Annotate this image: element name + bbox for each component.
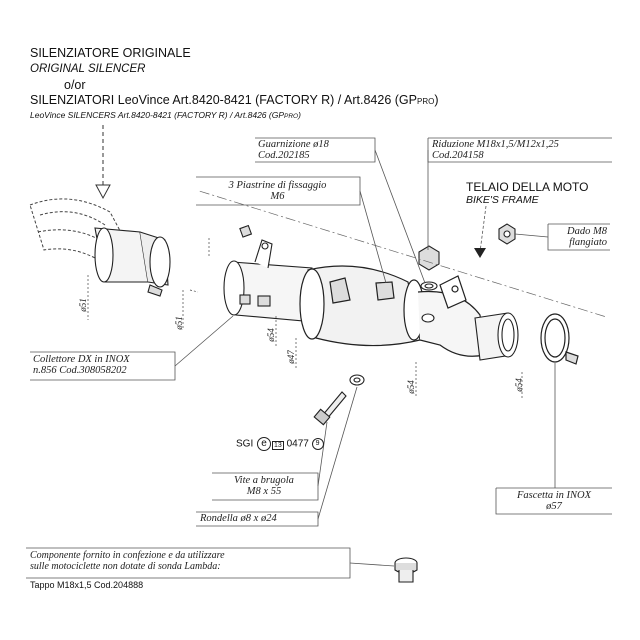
outlet-pipe [474,312,519,361]
e-mark-icon: e [257,437,272,451]
nut-callout-box [547,223,610,251]
header-line-leovince-en: LeoVince SILENCERS Art.8420-8421 (FACTOR… [30,110,301,120]
washer-label: Rondella ø8 x ø24 [200,513,277,524]
reducer-parts [418,223,516,323]
circled-number: 9 [311,438,324,450]
header-line-or: o/or [64,78,86,92]
header-line-original-silencer-en: ORIGINAL SILENCER [30,63,146,75]
clamp [540,313,579,365]
silencer-body [299,265,485,357]
frame-subtitle: BIKE'S FRAME [466,194,539,206]
component-note-label: Componente fornito in confezione e da ut… [30,550,225,572]
center-line [199,190,607,318]
link-pipe [223,224,316,323]
header-line-original-silencer-it: SILENZIATORE ORIGINALE [30,46,191,60]
plug [394,557,418,583]
original-silencer [29,198,126,263]
plug-label: Tappo M18x1,5 Cod.204888 [30,580,144,590]
screw-callout-box [212,472,319,501]
screw-and-washer [313,374,365,426]
manifold-pipe [94,227,171,297]
header-line-leovince-it: SILENZIATORI LeoVince Art.8420-8421 (FAC… [30,93,439,107]
original-silencer-arrow [95,125,111,200]
frame-arrow [474,248,486,258]
frame-title: TELAIO DELLA MOTO [466,180,589,194]
clamp-callout-box [495,487,612,515]
